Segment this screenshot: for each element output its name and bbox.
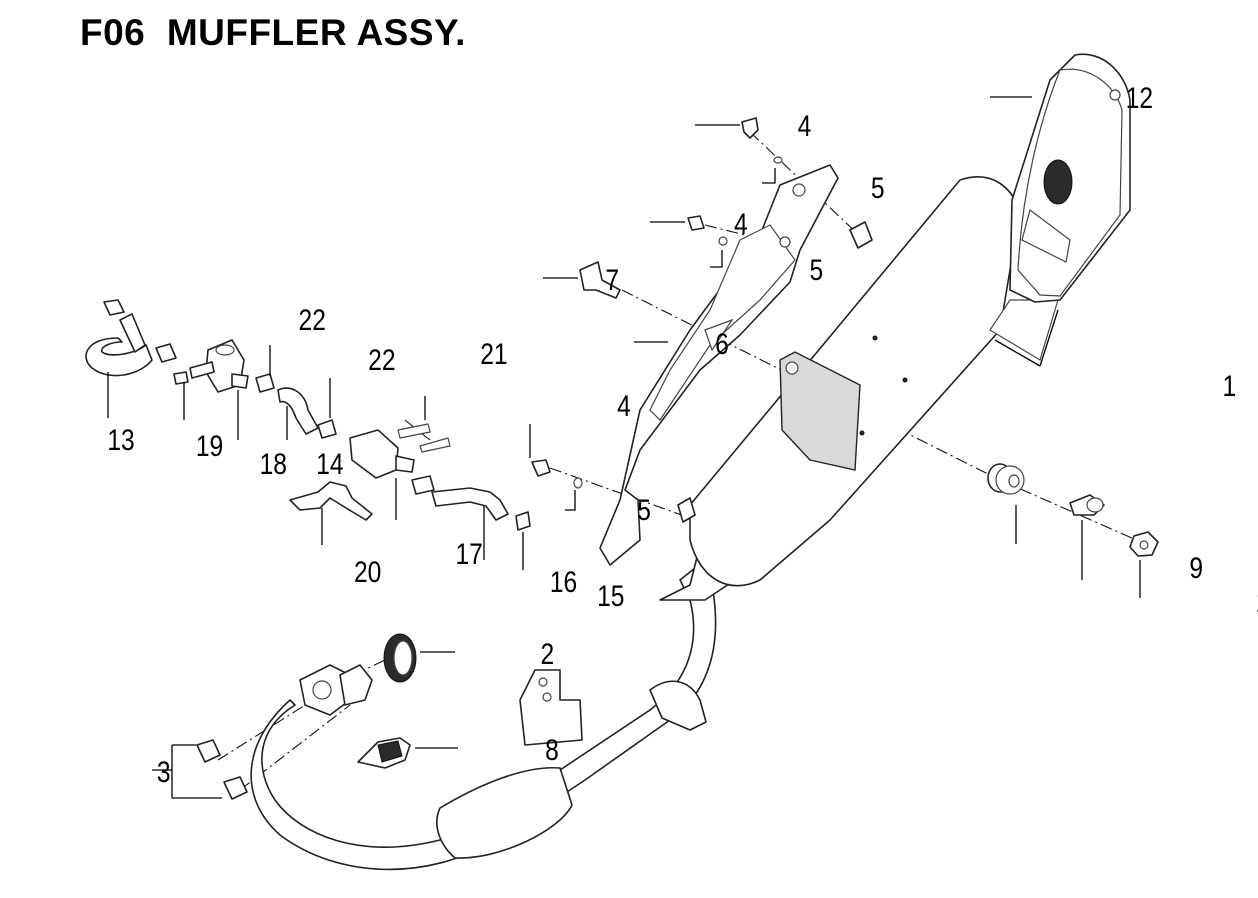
callout-15: 15 [597, 579, 624, 613]
callout-7: 7 [605, 263, 619, 297]
callout-19: 19 [196, 429, 223, 463]
callout-5-top: 5 [871, 171, 885, 205]
callout-4-top: 4 [798, 109, 812, 143]
callout-5-lower: 5 [637, 493, 651, 527]
callout-9: 9 [1189, 551, 1203, 585]
callout-labels: 1 2 3 4 4 4 5 5 5 6 7 8 9 10 11 12 13 14… [107, 81, 1258, 789]
callout-13: 13 [107, 423, 134, 457]
secondary-air-system [85, 299, 531, 531]
callout-14: 14 [316, 447, 343, 481]
muffler-end-cap [1009, 53, 1131, 303]
fasteners [196, 117, 1159, 800]
callout-22-left: 22 [299, 303, 326, 337]
callout-4-lower: 4 [617, 389, 631, 423]
callout-1: 1 [1222, 369, 1236, 403]
callout-3: 3 [157, 755, 171, 789]
heat-shield [599, 164, 839, 566]
callout-2: 2 [540, 637, 554, 671]
page-title: F06 MUFFLER ASSY. [80, 12, 466, 53]
callout-18: 18 [260, 447, 287, 481]
leader-lines [107, 96, 1141, 799]
callout-5-middle: 5 [809, 253, 823, 287]
callout-21: 21 [480, 337, 507, 371]
callout-4-middle: 4 [734, 207, 748, 241]
callout-22-right: 22 [368, 343, 395, 377]
callout-8: 8 [545, 733, 559, 767]
exhaust-pipe [250, 539, 736, 871]
callout-20: 20 [354, 555, 381, 589]
callout-12: 12 [1126, 81, 1153, 115]
callout-6: 6 [715, 327, 729, 361]
callout-16: 16 [550, 565, 577, 599]
callout-10: 10 [1256, 585, 1258, 619]
muffler-body [677, 176, 1059, 587]
callout-17: 17 [455, 537, 482, 571]
